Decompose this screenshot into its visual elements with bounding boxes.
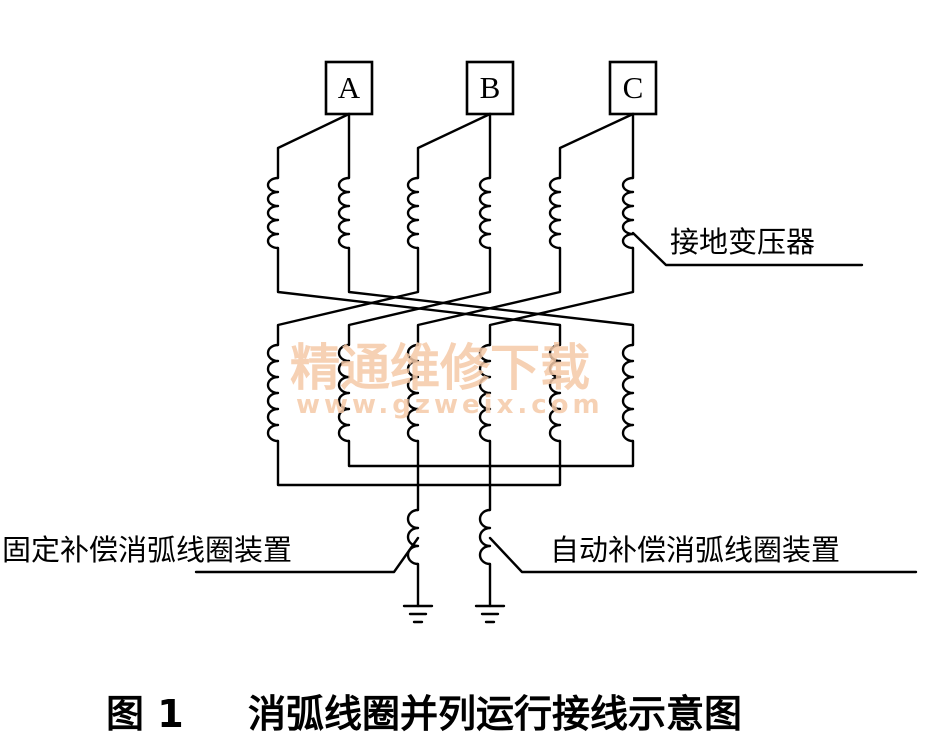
- upper-windings: [266, 176, 635, 250]
- lower-windings: [266, 343, 635, 443]
- ground-leads: [416, 562, 492, 608]
- zigzag-cross-wires: [276, 246, 635, 347]
- label-grounding-transformer: 接地变压器: [670, 225, 815, 259]
- label-fixed-device: 固定补偿消弧线圈装置: [2, 533, 292, 567]
- ground-icon: [402, 604, 434, 624]
- phase-feeder-wires: [276, 112, 635, 180]
- leader-line-auto-device: [488, 536, 918, 574]
- lower-coil-1: [266, 343, 280, 443]
- upper-coil-2: [337, 176, 351, 250]
- phase-label-a: A: [338, 70, 361, 105]
- ground-icon: [474, 604, 506, 624]
- lower-coil-5: [548, 343, 562, 443]
- fixed-arc-suppression-coil: [406, 508, 420, 566]
- leader-line-grounding-transformer: [631, 231, 864, 267]
- lower-coil-6: [621, 343, 635, 443]
- upper-coil-5: [548, 176, 562, 250]
- upper-coil-3: [406, 176, 420, 250]
- upper-coil-1: [266, 176, 280, 250]
- figure-number: 图 1: [106, 692, 184, 736]
- lower-coil-3: [406, 343, 420, 443]
- neutral-buses: [276, 439, 635, 487]
- phase-box-b: B: [465, 60, 515, 116]
- watermark-cn: 精通维修下载: [290, 339, 590, 397]
- upper-coil-4: [478, 176, 492, 250]
- phase-box-c: C: [608, 60, 658, 116]
- figure-title: 消弧线圈并列运行接线示意图: [248, 692, 742, 736]
- label-auto-device: 自动补偿消弧线圈装置: [550, 533, 840, 567]
- phase-label-c: C: [623, 70, 644, 105]
- watermark-url: www.gzweix.com: [296, 390, 604, 420]
- phase-box-a: A: [324, 60, 374, 116]
- neutral-bus-outer: [276, 439, 562, 487]
- auto-arc-suppression-coil: [478, 508, 492, 566]
- lower-coil-2: [337, 343, 351, 443]
- leader-line-fixed-device: [194, 536, 420, 574]
- neutral-leads: [416, 464, 492, 512]
- upper-coil-6: [621, 176, 635, 250]
- phase-label-b: B: [480, 70, 501, 105]
- neutral-bus-inner: [347, 439, 635, 468]
- lower-coil-4: [478, 343, 492, 443]
